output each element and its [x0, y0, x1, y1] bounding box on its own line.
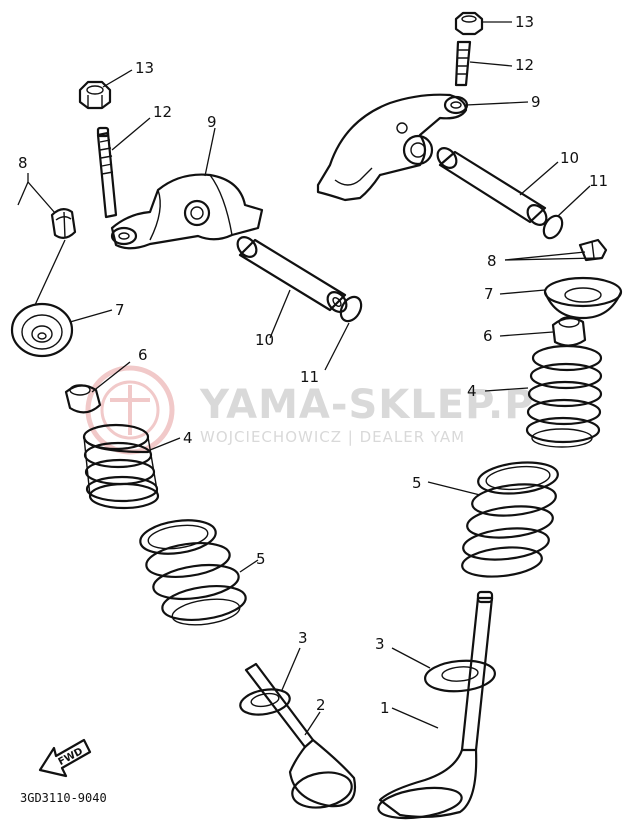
callout-4-right: 4 — [467, 382, 477, 400]
callout-5-left: 5 — [256, 550, 266, 568]
callout-10-right: 10 — [560, 149, 579, 167]
callout-13-right: 13 — [515, 13, 534, 31]
part-9-rocker-arm-left — [110, 173, 264, 250]
callout-5-right: 5 — [412, 474, 422, 492]
part-6-stem-seal-left — [64, 384, 102, 414]
watermark-brand: YAMA-SKLEP.P — [199, 382, 535, 428]
part-6-stem-seal-right — [551, 316, 587, 347]
part-13-nut-left — [78, 80, 112, 110]
callout-8-left: 8 — [18, 154, 28, 172]
fwd-arrow-icon: FWD — [38, 738, 92, 778]
part-5-outer-spring-left — [139, 519, 247, 626]
watermark: YAMA-SKLEP.P WOJCIECHOWICZ | DEALER YAM — [85, 365, 535, 455]
part-11-oring-right — [542, 214, 564, 240]
callout-9-right: 9 — [531, 93, 541, 111]
part-12-adjuster-left — [96, 126, 118, 219]
part-11-oring-left — [339, 295, 363, 323]
part-13-nut-right — [454, 11, 484, 36]
callout-12-right: 12 — [515, 56, 534, 74]
part-9-rocker-arm-right — [316, 93, 469, 202]
fwd-label: FWD — [57, 746, 85, 768]
callout-1-right: 1 — [380, 699, 390, 717]
part-4-inner-spring-right — [525, 344, 603, 448]
part-7-retainer-left — [10, 302, 74, 358]
callout-13-left: 13 — [135, 59, 154, 77]
diagram-code: 3GD3110-9040 — [20, 791, 107, 805]
part-5-outer-spring-right — [461, 461, 559, 578]
part-7-retainer-right — [543, 276, 623, 320]
watermark-tagline: WOJCIECHOWICZ | DEALER YAM — [200, 428, 465, 446]
part-1-valve-right — [377, 590, 494, 820]
watermark-logo — [85, 365, 175, 455]
callout-3-right: 3 — [375, 635, 385, 653]
part-8-cotters-left — [50, 208, 77, 239]
callout-6-left: 6 — [138, 346, 148, 364]
part-12-adjuster-right — [454, 40, 472, 87]
callout-8-right: 8 — [487, 252, 497, 270]
callout-2-left: 2 — [316, 696, 326, 714]
part-2-valve-left — [244, 662, 357, 809]
callout-12-left: 12 — [153, 103, 172, 121]
callout-9-left: 9 — [207, 113, 217, 131]
part-10-rocker-shaft-left — [236, 236, 348, 313]
callout-6-right: 6 — [483, 327, 493, 345]
part-4-inner-spring-left — [82, 423, 160, 510]
part-3-seat-right — [424, 659, 496, 693]
part-10-rocker-shaft-right — [436, 147, 548, 226]
callout-4-left: 4 — [183, 429, 193, 447]
callout-10-left: 10 — [255, 331, 274, 349]
callout-11-right: 11 — [589, 172, 608, 190]
part-8-cotters-right — [578, 238, 608, 262]
callout-7-right: 7 — [484, 285, 494, 303]
callout-7-left: 7 — [115, 301, 125, 319]
callout-11-left: 11 — [300, 368, 319, 386]
callout-3-left: 3 — [298, 629, 308, 647]
